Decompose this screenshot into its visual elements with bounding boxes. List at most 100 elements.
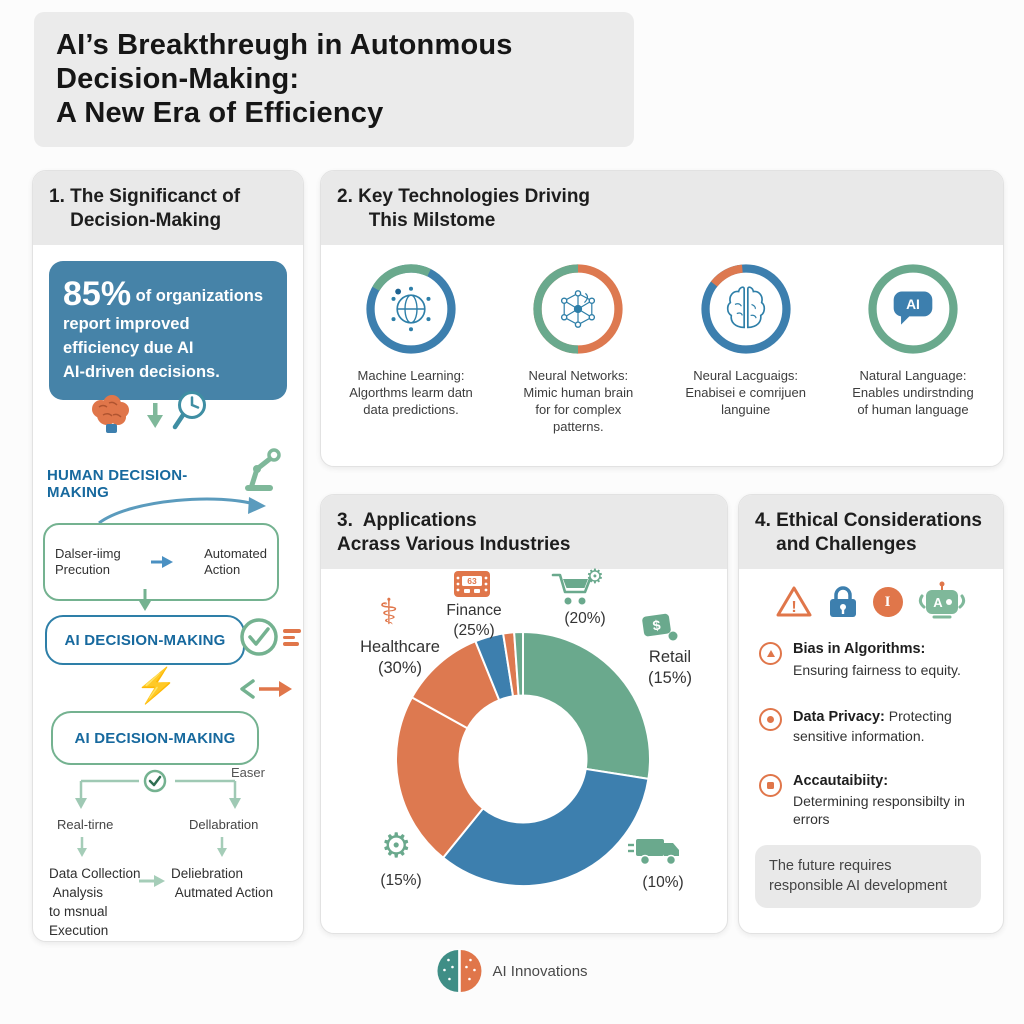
ai-decision-label-2: AI DECISION-MAKING	[74, 729, 236, 747]
brand-brain-logo-icon	[437, 949, 482, 993]
info-icon: I	[872, 587, 903, 617]
brand-name: AI Innovations	[492, 962, 588, 980]
bullet-title: Data Privacy:	[793, 709, 885, 725]
check-circle-icon	[240, 618, 278, 656]
tech-caption: Machine Learning: Algorthms learm datn d…	[349, 367, 473, 417]
svg-text:A: A	[933, 595, 943, 610]
stat-box: 85% of organizations report improved eff…	[49, 261, 287, 400]
footer-brand: AI Innovations	[436, 948, 588, 994]
check-node-icon	[143, 769, 167, 793]
tech-ring-neural-language	[701, 263, 791, 354]
gear-glyph: ⚙	[586, 564, 604, 588]
ai-decision-box-2: AI DECISION-MAKING	[51, 711, 259, 765]
detail-left: Data Collection Analysis to msnual Execu…	[49, 866, 141, 938]
svg-text:AI: AI	[906, 297, 920, 312]
industry-donut-chart	[395, 630, 651, 887]
truck-icon	[628, 839, 679, 866]
brain-icon	[92, 395, 129, 433]
section-2-heading: 2. Key Technologies Driving This Milstom…	[321, 171, 1003, 245]
bullet-marker-dot-icon	[759, 708, 782, 731]
bullet-desc: Determining responsibilty in errors	[793, 793, 965, 828]
detail-right: Deliebration Autmated Action	[171, 866, 274, 900]
human-decision-label: HUMAN DECISION-MAKING	[47, 467, 188, 501]
curved-arrow-icon	[98, 497, 266, 525]
menu-lines-icon	[283, 629, 301, 649]
section-3-heading: 3. Applications Acrass Various Industrie…	[321, 495, 727, 569]
svg-text:63: 63	[467, 576, 477, 586]
warning-icon: !	[776, 586, 811, 617]
page-title: AI’s Breakthreugh in Autonmous Decision-…	[56, 29, 513, 130]
callout-manufacturing: (15%)	[380, 872, 422, 889]
process-box: Dalser-iimg Precution Automated Action	[43, 523, 279, 601]
right-arrow-icon	[139, 875, 165, 887]
tech-item-neural-language: Neural Lacguaigs: Enabisei e comrijuen l…	[666, 263, 826, 436]
title-block: AI’s Breakthreugh in Autonmous Decision-…	[34, 12, 634, 147]
tech-caption: Natural Language: Enables undirstnding o…	[852, 367, 974, 417]
tech-item-machine-learning: Machine Learning: Algorthms learm datn d…	[331, 263, 491, 436]
bullet-accountability: Accautaibiity: Determining responsibilty…	[759, 773, 985, 828]
callout-shopping: (20%)	[564, 610, 606, 627]
svg-text:$: $	[652, 617, 662, 634]
callout-retail: Retail (15%)	[647, 648, 692, 688]
callout-logistics: (10%)	[642, 874, 684, 891]
donut-segment	[513, 630, 524, 697]
tech-ring-neural-networks	[533, 263, 623, 354]
tech-caption: Neural Lacguaigs: Enabisei e comrijuen l…	[685, 367, 806, 417]
tech-caption: Neural Networks: Mimic human brain for f…	[523, 367, 634, 434]
robot-arm-icon	[245, 448, 281, 491]
ai-decision-box-1: AI DECISION-MAKING	[45, 615, 245, 665]
section-1-card: 1. The Significanct of Decision-Making 8…	[32, 170, 304, 942]
tech-ring-machine-learning	[366, 263, 456, 354]
robot-head-icon: A	[918, 581, 965, 619]
section-2-card: 2. Key Technologies Driving This Milstom…	[320, 170, 1004, 467]
tech-row: Machine Learning: Algorthms learm datn d…	[321, 245, 1003, 436]
future-note: The future requires responsible AI devel…	[755, 845, 981, 909]
padlock-icon	[829, 586, 856, 617]
bullet-desc: Protecting sensitive information.	[793, 708, 952, 744]
stat-text: of organizations report improved efficie…	[63, 287, 264, 381]
callout-healthcare: Healthcare (30%)	[360, 638, 440, 678]
double-arrow-icon	[240, 679, 292, 699]
section-1-heading: 1. The Significanct of Decision-Making	[33, 171, 303, 245]
cart-gear-icon: ⚙	[551, 564, 604, 605]
bullet-title: Accautaibiity:	[793, 773, 889, 789]
process-left-label: Dalser-iimg Precution	[55, 545, 121, 577]
down-arrow-icon	[217, 837, 227, 857]
bullet-marker-square-icon	[759, 774, 782, 797]
neural-network-icon	[561, 289, 596, 328]
branch-left-label: Real-tirne	[57, 817, 114, 832]
ethics-icon-row: ! I A	[739, 581, 1003, 623]
callout-finance: Finance (25%)	[446, 602, 502, 640]
ai-decision-label-1: AI DECISION-MAKING	[64, 631, 226, 649]
caduceus-icon: ⚕	[379, 592, 399, 633]
donut-segment	[395, 696, 485, 860]
branch-connector	[75, 779, 241, 809]
stat-percent: 85%	[63, 275, 132, 313]
section-4-heading: 4. Ethical Considerations and Challenges	[739, 495, 1003, 569]
lightning-icon: ⚡	[135, 667, 178, 705]
bullet-marker-triangle-icon	[759, 642, 782, 665]
donut-segment	[522, 630, 651, 781]
finance-calculator-icon: 63	[454, 571, 490, 597]
branch-right-label: Dellabration	[189, 817, 259, 832]
svg-text:!: !	[791, 599, 796, 616]
globe-network-icon	[391, 286, 431, 331]
gear-icon: ⚙	[381, 826, 412, 866]
bullet-bias: Bias in Algorithms: Ensuring fairness to…	[759, 641, 985, 679]
tech-ring-natural-language: AI	[868, 263, 958, 354]
down-arrow-icon	[147, 403, 163, 428]
brain-outline-icon	[726, 285, 765, 328]
right-arrow-icon	[151, 556, 174, 568]
easer-label: Easer	[231, 765, 265, 780]
dollar-tag-icon: $	[642, 613, 678, 641]
tech-item-neural-networks: Neural Networks: Mimic human brain for f…	[498, 263, 658, 436]
ai-bubble-icon: AI	[893, 291, 933, 325]
bullet-title: Bias in Algorithms:	[793, 641, 926, 657]
down-arrow-icon	[77, 837, 87, 857]
tech-item-natural-language: AI Natural Language: Enables undirstndin…	[833, 263, 993, 436]
process-right-label: Automated Action	[204, 545, 267, 577]
section-4-card: 4. Ethical Considerations and Challenges…	[738, 494, 1004, 934]
down-arrow-icon	[139, 589, 151, 611]
donut-segment	[441, 767, 650, 887]
